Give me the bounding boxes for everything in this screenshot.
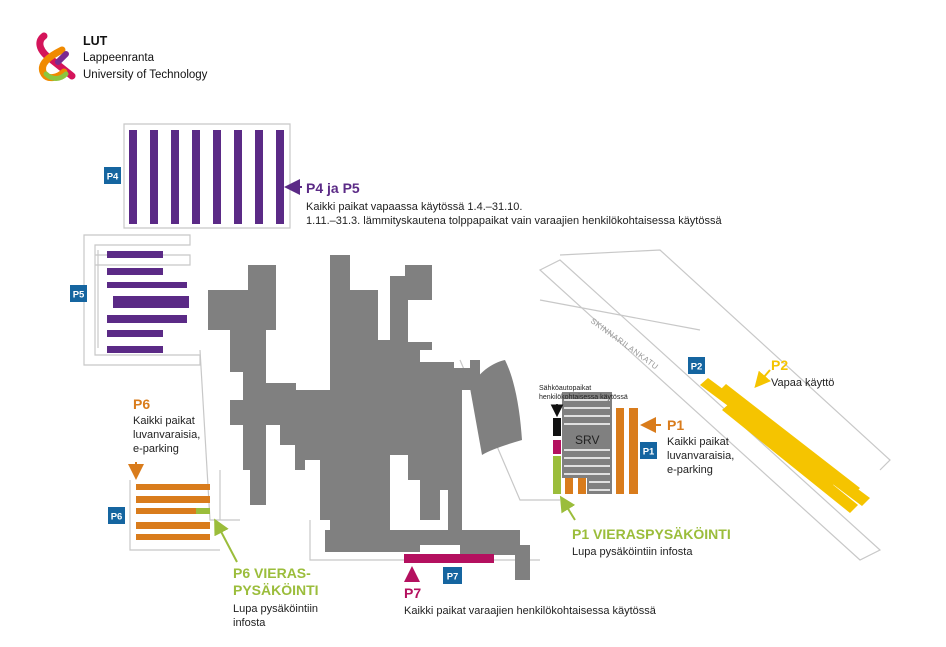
badge-p2: P2: [688, 357, 705, 374]
badge-p1: P1: [640, 442, 657, 459]
p6-guest-line2: infosta: [233, 617, 266, 629]
roads: [83, 123, 891, 561]
svg-text:P7: P7: [447, 572, 459, 583]
p1-line1: Kaikki paikat: [667, 436, 729, 448]
logo-abbr: LUT: [83, 34, 108, 48]
lut-ampersand-icon: [36, 32, 76, 82]
badge-p4: P4: [104, 167, 121, 184]
p2-title: P2: [771, 357, 788, 373]
p7-line1: Kaikki paikat varaajien henkilökohtaises…: [404, 605, 657, 617]
p6-line1: Kaikki paikat: [133, 415, 195, 427]
badge-p5: P5: [70, 285, 87, 302]
arrow-p6-guest: [214, 518, 238, 563]
university-buildings: [208, 255, 612, 580]
svg-text:P6: P6: [111, 512, 123, 523]
p7-title: P7: [404, 585, 421, 601]
ev-line1: Sähköautopaikat: [539, 385, 591, 392]
p6-line3: e-parking: [133, 443, 179, 455]
arrow-p2: [754, 369, 771, 389]
p2-line1: Vapaa käyttö: [771, 377, 834, 389]
p6-lot: [136, 484, 210, 540]
svg-text:P1: P1: [643, 447, 655, 458]
ev-line2: henkilökohtaisessa käytössä: [539, 394, 628, 401]
p4p5-line1: Kaikki paikat vapaassa käytössä 1.4.–31.…: [306, 201, 522, 213]
logo-text: LUT Lappeenranta University of Technolog…: [83, 33, 207, 84]
logo-line1: Lappeenranta: [83, 52, 154, 64]
srv-stripes: [564, 399, 610, 491]
svg-text:P2: P2: [691, 362, 703, 373]
svg-text:P4: P4: [107, 172, 119, 183]
badge-p7: P7: [443, 567, 462, 584]
p6-guest-line1: Lupa pysäköintiin: [233, 603, 318, 615]
p6-guest-title2: PYSÄKÖINTI: [233, 582, 319, 598]
p1-line2: luvanvaraisia,: [667, 450, 734, 462]
p6-title: P6: [133, 396, 150, 412]
logo-line2: University of Technology: [83, 69, 208, 81]
p1-guest-line1: Lupa pysäköintiin infosta: [572, 546, 693, 558]
srv-label: SRV: [575, 433, 599, 447]
p5-lot: [107, 251, 189, 353]
badge-p6: P6: [108, 507, 125, 524]
p1-guest-title: P1 VIERASPYSÄKÖINTI: [572, 526, 731, 542]
p1-title: P1: [667, 417, 684, 433]
p2-lot: [700, 378, 870, 513]
arrow-p1-guest: [559, 495, 576, 521]
svg-text:P5: P5: [73, 290, 85, 301]
p4p5-title: P4 ja P5: [306, 180, 360, 196]
p6-guest-title1: P6 VIERAS-: [233, 565, 311, 581]
p1-lot: [553, 408, 638, 494]
p4p5-line2: 1.11.–31.3. lämmityskautena tolppapaikat…: [306, 215, 722, 227]
p4-lot: [129, 130, 284, 224]
p6-line2: luvanvaraisia,: [133, 429, 200, 441]
street-name: SKINNARILANKATU: [589, 316, 660, 371]
p1-line3: e-parking: [667, 464, 713, 476]
p7-lot: [404, 554, 494, 563]
